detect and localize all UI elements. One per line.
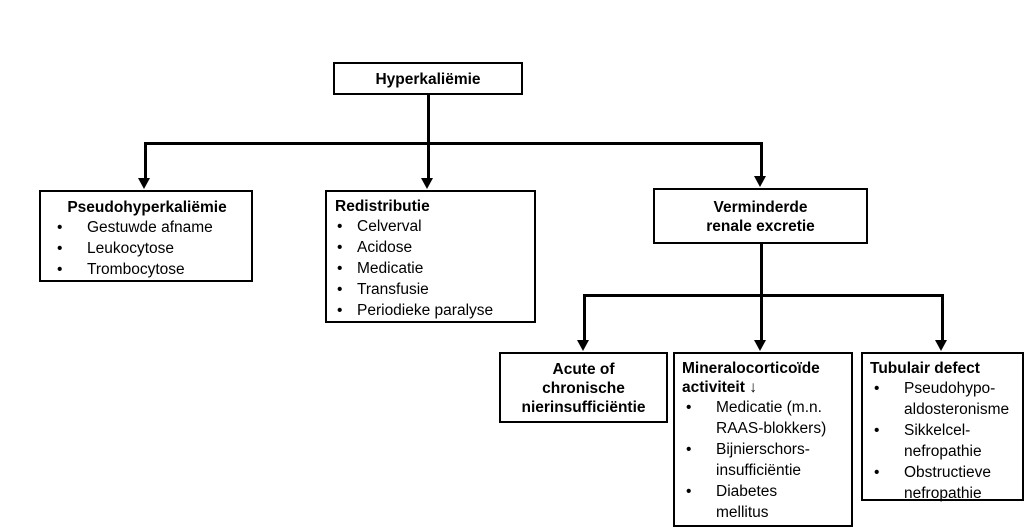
node-redistributie-title: Redistributie — [335, 198, 430, 215]
list-item: • Medicatie — [335, 258, 530, 279]
node-pseudohyperkaliemie-title: Pseudohyperkaliëmie — [67, 199, 227, 216]
list-item-label: Bijnierschors- insufficiëntie — [716, 441, 810, 479]
node-tubulair-defect[interactable]: Tubulair defect • Pseudohypo- aldosteroni… — [861, 352, 1024, 504]
node-mineralocorticoide-activiteit[interactable]: Mineralocorticoïde activiteit ↓ • Medicat… — [673, 352, 853, 527]
list-item-label: Trombocytose — [87, 261, 185, 278]
edge-to-acute — [583, 294, 586, 342]
list-item-label: Diabetes mellitus — [716, 483, 778, 521]
list-item: • Acidose — [335, 237, 530, 258]
arrow-to-redistributie — [421, 178, 433, 189]
bullet-glyph: • — [337, 239, 343, 256]
list-item: • Bijnierschors- insufficiëntie — [682, 439, 848, 481]
bullet-glyph: • — [874, 422, 880, 439]
node-mineralocorticoide-activiteit-bullets: • Medicatie (m.n. RAAS-blokkers) • Bijnier… — [682, 397, 848, 523]
node-tubulair-defect-title: Tubulair defect — [870, 360, 980, 377]
node-mineralocorticoide-activiteit-title: Mineralocorticoïde activiteit ↓ — [682, 360, 820, 396]
node-redistributie[interactable]: Redistributie • Celverval • Acidose • Medic… — [325, 190, 536, 323]
list-item-label: Sikkelcel- nefropathie — [904, 422, 982, 460]
node-hyperkaliemie[interactable]: Hyperkaliëmie — [333, 62, 523, 95]
list-item: • Transfusie — [335, 279, 530, 300]
node-acute-of-chronische-nierinsufficientie-title: Acute of chronische nierinsufficiëntie — [521, 361, 646, 416]
node-hyperkaliemie-title: Hyperkaliëmie — [375, 71, 481, 88]
bullet-glyph: • — [57, 240, 63, 257]
list-item-label: Celverval — [357, 218, 422, 235]
arrow-to-mineralocorticoide — [754, 340, 766, 351]
bullet-glyph: • — [337, 281, 343, 298]
edge-to-redistributie — [427, 142, 430, 180]
list-item-label: Gestuwde afname — [87, 219, 213, 236]
bullet-glyph: • — [337, 260, 343, 277]
arrow-to-acute — [577, 340, 589, 351]
list-item: • Obstructieve nefropathie — [870, 462, 1020, 504]
list-item: • Celverval — [335, 216, 530, 237]
node-verminderde-renale-excretie[interactable]: Verminderde renale excretie — [653, 188, 868, 244]
bullet-glyph: • — [57, 261, 63, 278]
node-redistributie-bullets: • Celverval • Acidose • Medicatie • Transfus… — [335, 216, 530, 321]
list-item-label: Obstructieve nefropathie — [904, 464, 992, 502]
edge-to-mineralocorticoide — [760, 294, 763, 342]
bullet-glyph: • — [686, 441, 692, 458]
bullet-glyph: • — [686, 483, 692, 500]
list-item: • Gestuwde afname — [49, 217, 245, 238]
list-item: • Periodieke paralyse — [335, 300, 530, 321]
list-item-label: Acidose — [357, 239, 413, 256]
bullet-glyph: • — [337, 302, 343, 319]
arrow-to-tubulair — [935, 340, 947, 351]
bullet-glyph: • — [686, 399, 692, 416]
node-acute-of-chronische-nierinsufficientie[interactable]: Acute of chronische nierinsufficiëntie — [499, 352, 668, 423]
list-item: • Medicatie (m.n. RAAS-blokkers) — [682, 397, 848, 439]
edge-level1-bus — [144, 142, 762, 145]
arrow-to-verminderde — [754, 176, 766, 187]
list-item-label: Medicatie — [357, 260, 424, 277]
node-tubulair-defect-bullets: • Pseudohypo- aldosteronisme • Sikkelcel- … — [870, 378, 1020, 504]
bullet-glyph: • — [874, 380, 880, 397]
node-pseudohyperkaliemie-bullets: • Gestuwde afname • Leukocytose • Trombocyt… — [49, 217, 245, 280]
bullet-glyph: • — [57, 219, 63, 236]
list-item-label: Pseudohypo- aldosteronisme — [904, 380, 1010, 418]
arrow-to-pseudo — [138, 178, 150, 189]
node-pseudohyperkaliemie[interactable]: Pseudohyperkaliëmie • Gestuwde afname • Le… — [39, 190, 253, 282]
list-item-label: Periodieke paralyse — [357, 302, 494, 319]
list-item-label: Medicatie (m.n. RAAS-blokkers) — [716, 399, 827, 437]
node-verminderde-renale-excretie-title: Verminderde renale excretie — [706, 199, 815, 235]
bullet-glyph: • — [337, 218, 343, 235]
edge-to-tubulair — [941, 294, 944, 342]
edge-root-stem — [427, 95, 430, 144]
edge-to-pseudo — [144, 142, 147, 180]
list-item: • Leukocytose — [49, 238, 245, 259]
edge-level2-bus — [583, 294, 943, 297]
list-item: • Pseudohypo- aldosteronisme — [870, 378, 1020, 420]
list-item-label: Leukocytose — [87, 240, 175, 257]
list-item: • Trombocytose — [49, 259, 245, 280]
edge-to-verminderde — [760, 142, 763, 178]
bullet-glyph: • — [874, 464, 880, 481]
list-item: • Diabetes mellitus — [682, 481, 848, 523]
list-item-label: Transfusie — [357, 281, 429, 298]
edge-verminderde-stem — [760, 244, 763, 296]
list-item: • Sikkelcel- nefropathie — [870, 420, 1020, 462]
